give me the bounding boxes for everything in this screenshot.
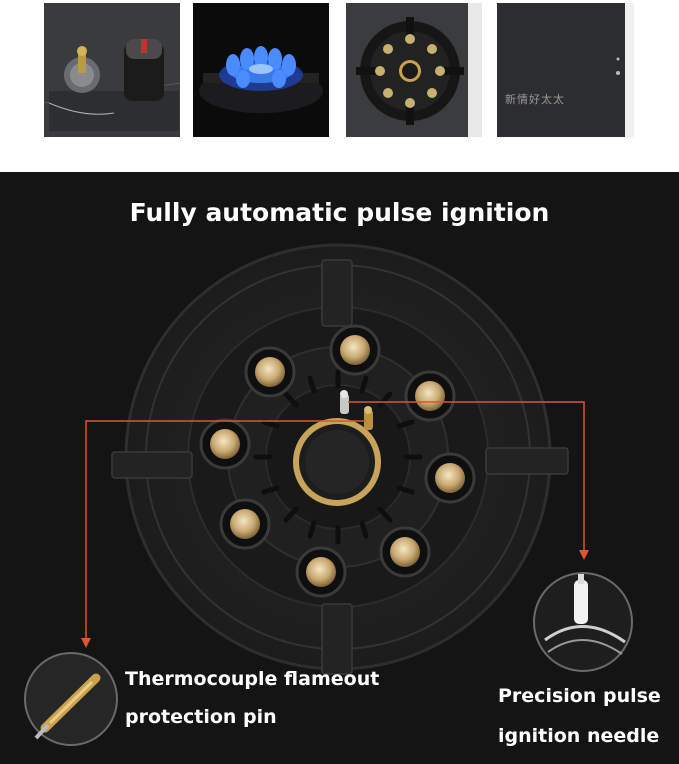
panel-logo-text: 新情好太太 — [505, 93, 565, 106]
thermocouple-caption-line1: Thermocouple flameout — [125, 668, 380, 690]
ignition-caption-line1: Precision pulse — [498, 685, 661, 707]
ignition-caption-line2: ignition needle — [498, 725, 660, 747]
burner-top-photo — [346, 3, 482, 137]
main-title: Fully automatic pulse ignition — [129, 198, 550, 227]
thermocouple-inset — [24, 652, 118, 746]
thumbnail-panel-logo[interactable]: 新情好太太 — [497, 3, 634, 137]
ignition-knob-photo — [44, 3, 180, 137]
thumbnail-blue-flame[interactable] — [193, 3, 329, 137]
ignition-needle-inset — [533, 572, 633, 672]
thumbnail-burner-top[interactable] — [346, 3, 482, 137]
thermocouple-caption-line2: protection pin — [125, 706, 277, 728]
burner-illustration — [24, 243, 633, 746]
thumbnail-ignition-knob[interactable] — [44, 3, 180, 137]
feature-panel: Fully automatic pulse ignition Thermocou… — [0, 172, 679, 764]
blue-flame-photo — [193, 3, 329, 137]
panel-photo — [497, 3, 634, 137]
